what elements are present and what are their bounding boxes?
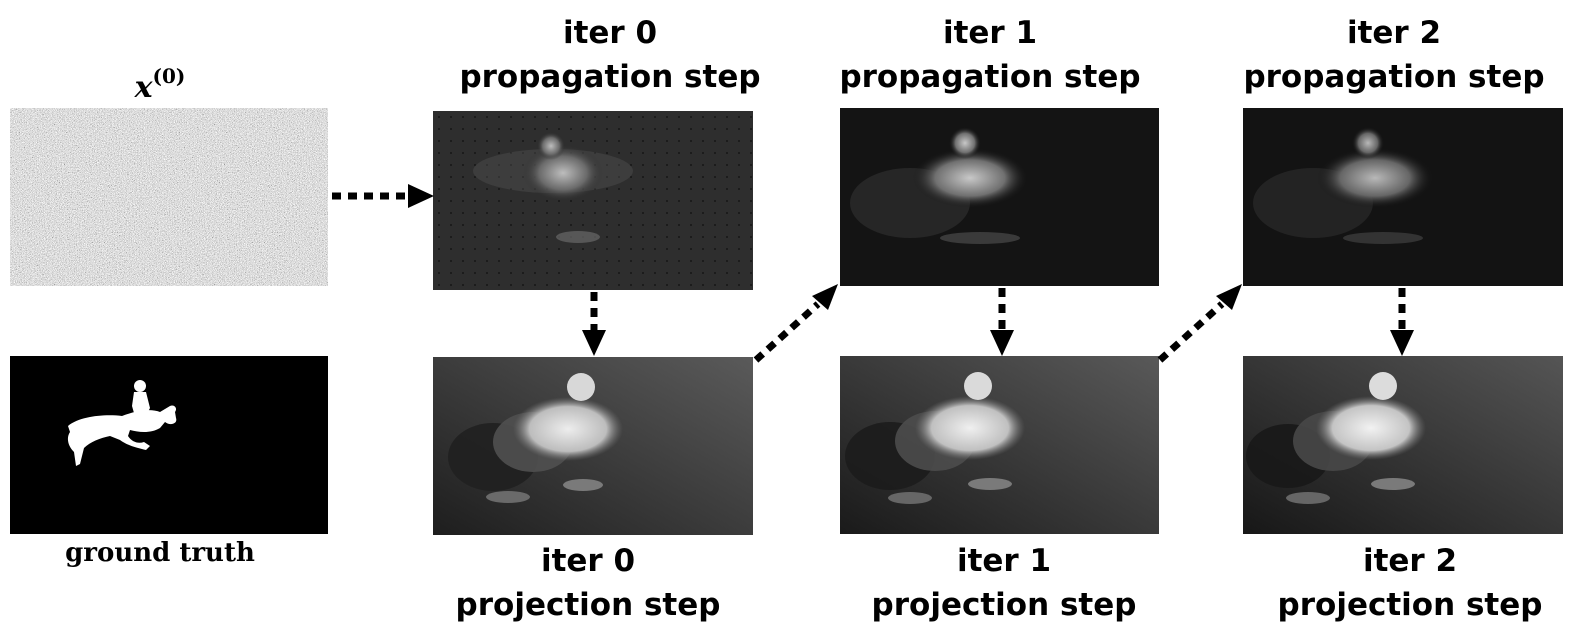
arrowhead-3 <box>812 284 838 310</box>
iter0-projection-image <box>433 357 753 535</box>
iter2-projection-label: iter 2 projection step <box>1240 546 1572 621</box>
init-superscript: (0) <box>152 64 186 88</box>
arrowhead-6 <box>1390 330 1414 356</box>
arrowhead-4 <box>990 330 1014 356</box>
iter1-propagation-text: propagation step <box>839 59 1141 95</box>
iter1-propagation-label: iter 1 propagation step <box>820 18 1160 93</box>
iter1-propagation-image <box>840 108 1159 286</box>
iter1-projection-text: projection step <box>871 587 1137 623</box>
iter2-title-bottom: iter 2 <box>1362 543 1458 579</box>
iter2-projection-text: projection step <box>1277 587 1543 623</box>
iter0-propagation-image <box>433 111 753 290</box>
arrowhead-5 <box>1216 284 1242 310</box>
arrowhead-2 <box>582 330 606 356</box>
iter0-propagation-label: iter 0 propagation step <box>440 18 780 93</box>
iter1-projection-image <box>840 356 1159 534</box>
arrowhead-1 <box>408 184 434 208</box>
iter2-propagation-image <box>1243 108 1563 286</box>
iter2-propagation-text: propagation step <box>1243 59 1545 95</box>
iter0-title-bottom: iter 0 <box>540 543 636 579</box>
arrow-iter1-projection-to-iter2-propagation <box>1157 301 1225 363</box>
arrow-iter0-projection-to-iter1-propagation <box>753 301 821 363</box>
iter0-projection-label: iter 0 projection step <box>418 546 758 621</box>
iter1-title-top: iter 1 <box>942 15 1038 51</box>
iter0-title-top: iter 0 <box>562 15 658 51</box>
ground-truth-label: ground truth <box>65 538 255 568</box>
iter0-projection-text: projection step <box>455 587 721 623</box>
iter2-title-top: iter 2 <box>1346 15 1442 51</box>
iter0-propagation-text: propagation step <box>459 59 761 95</box>
iter1-title-bottom: iter 1 <box>956 543 1052 579</box>
init-var: x <box>134 70 153 105</box>
init-label: x(0) <box>100 66 220 103</box>
iter2-projection-image <box>1243 356 1563 534</box>
ground-truth-mask-image <box>10 356 328 534</box>
horse-rider-silhouette <box>67 380 177 466</box>
iter1-projection-label: iter 1 projection step <box>834 546 1174 621</box>
iter2-propagation-label: iter 2 propagation step <box>1224 18 1564 93</box>
noise-image <box>10 108 328 286</box>
